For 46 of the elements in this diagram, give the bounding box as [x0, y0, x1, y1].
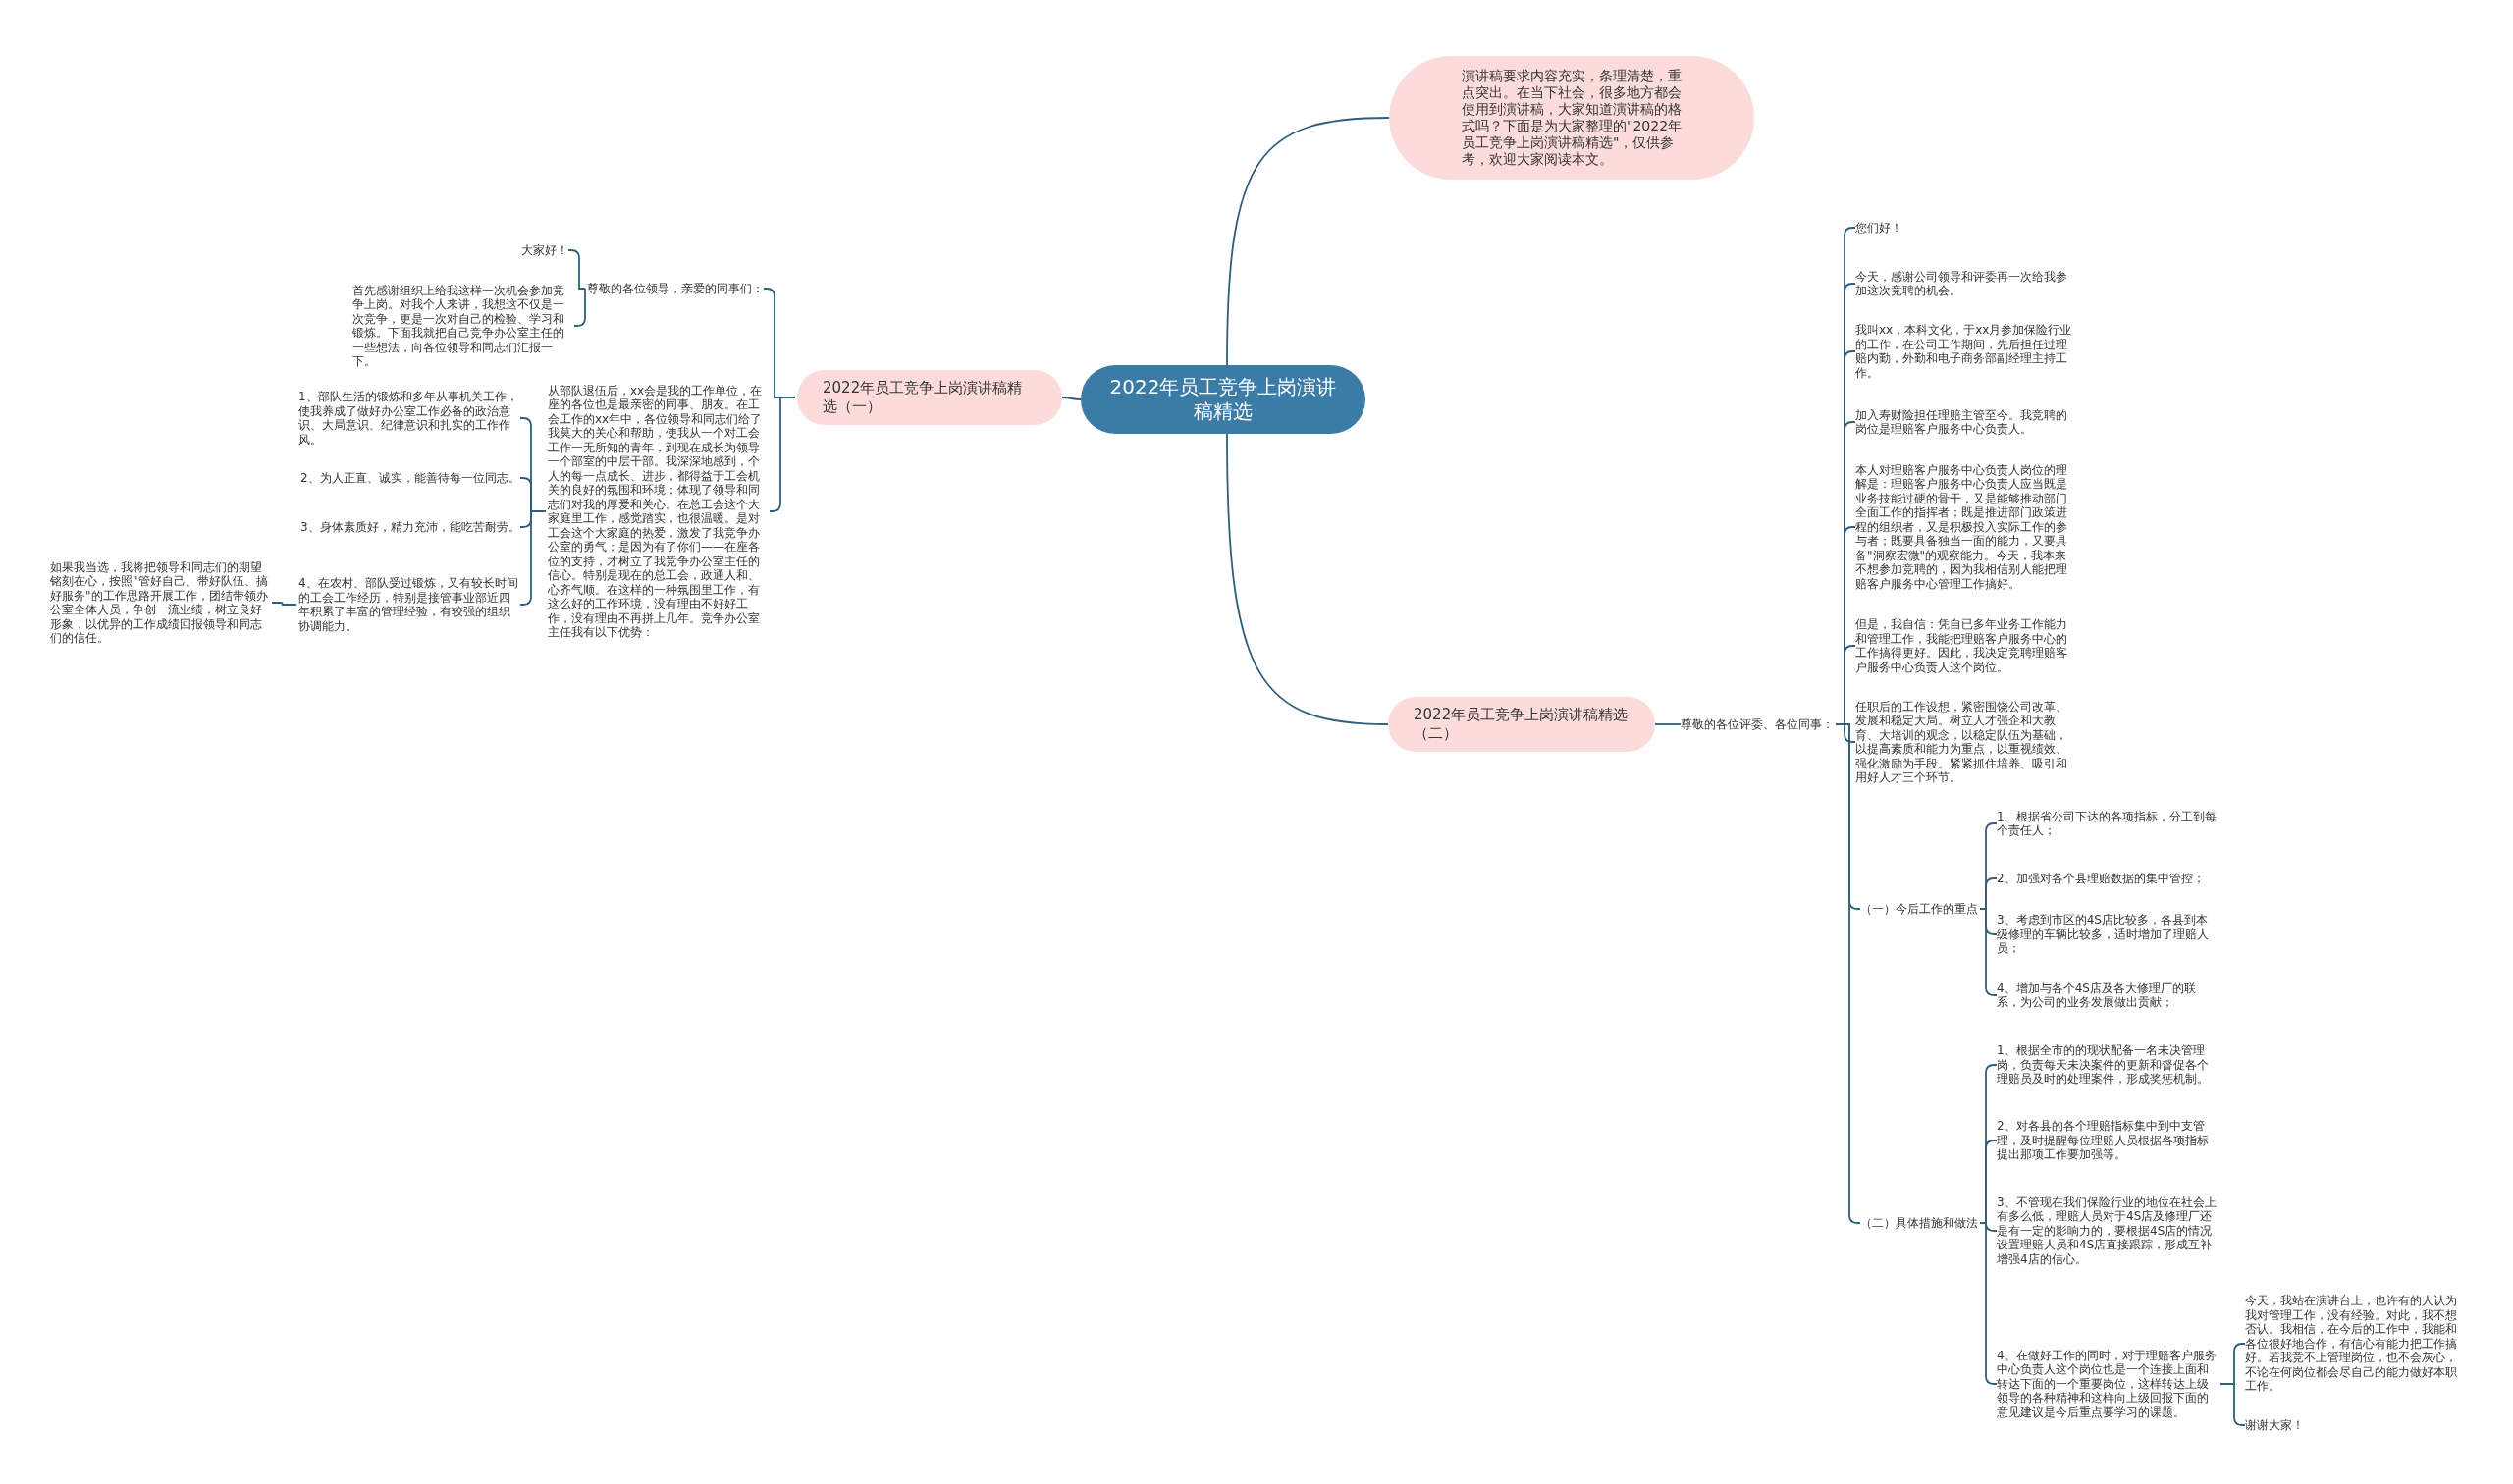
topic-text: 2、对各县的各个理赔指标集中到中支管理，及时提醒每位理赔人员根据各项指标提出那项工作要加强等。	[1997, 1119, 2219, 1162]
topic-text: 3、考虑到市区的4S店比较多，各县到本级修理的车辆比较多，适时增加了理赔人员；	[1997, 913, 2219, 956]
intro-bubble: 演讲稿要求内容充实，条理清楚，重点突出。在当下社会，很多地方都会使用到演讲稿，大家知道演讲稿的格式吗？下面是为大家整理的"2022年员工竞争上岗演讲稿精选"，仅供参考，欢迎大家阅读本文。	[1389, 56, 1754, 180]
topic-text: 如果我当选，我将把领导和同志们的期望铭刻在心，按照"管好自己、带好队伍、搞好服务"的工作思路开展工作，团结带领办公室全体人员，争创一流业绩，树立良好形象，以优异的工作成绩回报领导和同志们的信任。	[50, 559, 272, 646]
topic-text: 我叫xx，本科文化，于xx月参加保险行业的工作，在公司工作期间，先后担任过理赔内勤，外勤和电子商务部副经理主持工作。	[1855, 323, 2077, 380]
branch-topic: 2022年员工竞争上岗演讲稿精选（二）	[1388, 697, 1655, 752]
topic-text: 从部队退伍后，xx会是我的工作单位，在座的各位也是最亲密的同事、朋友。在工会工作的xx年中，各位领导和同志们给了我莫大的关心和帮助，使我从一个对工会工作一无所知的青年，到现在成长为领导一个部室的中层干部。我深深地感到，个人的每一点成长、进步，都得益于工会机关的良好的氛围和环境；体现了领导和同志们对我的厚爱和关心。在总工会这个大家庭里工作，感觉踏实，也很温暖。是对工会这个大家庭的热爱，激发了我竞争办公室的勇气；是因为有了你们——在座各位的支持，才树立了我竞争办公室主任的信心。特别是现在的总工会，政通人和、心齐气顺。在这样的一种氛围里工作，有这么好的工作环境，没有理由不好好工作，没有理由不再拼上几年。竞争办公室主任我有以下优势：	[548, 383, 770, 640]
topic-text: 3、不管现在我们保险行业的地位在社会上有多么低，理赔人员对于4S店及修理厂还是有一定的影响力的，要根据4S店的情况设置理赔人员和4S店直接跟踪，形成互补增强4店的信心。	[1997, 1194, 2219, 1266]
connector-line	[1654, 723, 1682, 725]
connector-line	[2219, 1383, 2246, 1426]
connector-line	[1226, 117, 1390, 366]
topic-text: 首先感谢组织上给我这样一次机会参加竞争上岗。对我个人来讲，我想这不仅是一次竞争，更是一次对自己的检验、学习和锻炼。下面我就把自己竞争办公室主任的一些想法，向各位领导和同志们汇报一下。	[352, 283, 574, 369]
topic-text: 1、部队生活的锻炼和多年从事机关工作，使我养成了做好办公室工作必备的政治意识、大局意识、纪律意识和扎实的工作作风。	[298, 390, 520, 447]
topic-text: 3、身体素质好，精力充沛，能吃苦耐劳。	[300, 519, 520, 534]
connector-line	[1835, 723, 1861, 1224]
topic-text: 1、根据全市的的现状配备一名未决管理岗，负责每天未决案件的更新和督促各个理赔员及时的处理案件，形成奖惩机制。	[1997, 1043, 2219, 1086]
connector-line	[1979, 1222, 1998, 1385]
topic-text: 4、增加与各个4S店及各大修理厂的联系，为公司的业务发展做出贡献；	[1997, 980, 2219, 1010]
topic-text: （二）具体措施和做法	[1860, 1215, 1978, 1230]
topic-text: 今天，我站在演讲台上，也许有的人认为我对管理工作，没有经验。对此，我不想否认。我相信，在今后的工作中，我能和各位很好地合作，有信心有能力把工作搞好。若我竞不上管理岗位，也不会灰心，不论在何岗位都会尽自己的能力做好本职工作。	[2245, 1294, 2467, 1394]
connector-line	[573, 288, 586, 327]
topic-text: 本人对理赔客户服务中心负责人岗位的理解是：理赔客户服务中心负责人应当既是业务技能过硬的骨干，又是能够推动部门全面工作的指挥者；既是推进部门政策进程的组织者，又是积极投入实际工作的参与者；既要具备独当一面的能力，又要具备"洞察宏微"的观察能力。今天，我本来不想参加竞聘的，因为我相信别人能把理赔客户服务中心管理工作搞好。	[1855, 462, 2077, 591]
topic-text: 2、加强对各个县理赔数据的集中管控；	[1997, 871, 2205, 885]
connector-line	[519, 510, 547, 606]
connector-line	[1979, 908, 1998, 996]
topic-text: 尊敬的各位领导，亲爱的同事们：	[587, 281, 764, 295]
topic-text: 尊敬的各位评委、各位同事：	[1681, 716, 1834, 731]
topic-text: 您们好！	[1855, 220, 1902, 235]
central-topic: 2022年员工竞争上岗演讲稿精选	[1081, 365, 1365, 434]
topic-text: 谢谢大家！	[2245, 1417, 2304, 1432]
topic-text: 4、在农村、部队受过锻炼，又有较长时间的工会工作经历，特别是接管事业部近四年积累了丰富的管理经验，有较强的组织协调能力。	[298, 576, 520, 633]
topic-text: 2、为人正直、诚实，能善待每一位同志。	[300, 470, 520, 485]
connector-line	[1226, 433, 1389, 725]
topic-text: 大家好！	[521, 242, 568, 257]
branch-topic: 2022年员工竞争上岗演讲稿精选（一）	[797, 370, 1062, 425]
connector-line	[769, 397, 796, 512]
topic-text: 但是，我自信：凭自已多年业务工作能力和管理工作，我能把理赔客户服务中心的工作搞得更好。因此，我决定竞聘理赔客户服务中心负责人这个岗位。	[1855, 617, 2077, 674]
topic-text: 4、在做好工作的同时，对于理赔客户服务中心负责人这个岗位也是一个连接上面和转达下面的一个重要岗位，这样转达上级领导的各种精神和这样向上级回报下面的意见建议是今后重点要学习的课题。	[1997, 1348, 2219, 1419]
connector-line	[271, 602, 297, 606]
topic-text: 加入寿财险担任理赔主管至今。我竞聘的岗位是理赔客户服务中心负责人。	[1855, 407, 2077, 437]
topic-text: 今天，感谢公司领导和评委再一次给我参加这次竞聘的机会。	[1855, 269, 2077, 298]
topic-text: 1、根据省公司下达的各项指标，分工到每个责任人；	[1997, 809, 2219, 838]
topic-text: 任职后的工作设想，紧密围饶公司改革、发展和稳定大局。树立人才强企和大教育、大培训的观念，以稳定队伍为基础，以提高素质和能力为重点，以重视绩效、强化激励为手段。紧紧抓住培养、吸引和用好人才三个环节。	[1855, 699, 2077, 785]
connector-line	[1061, 397, 1082, 400]
topic-text: （一）今后工作的重点	[1860, 901, 1978, 916]
connector-line	[567, 249, 586, 290]
